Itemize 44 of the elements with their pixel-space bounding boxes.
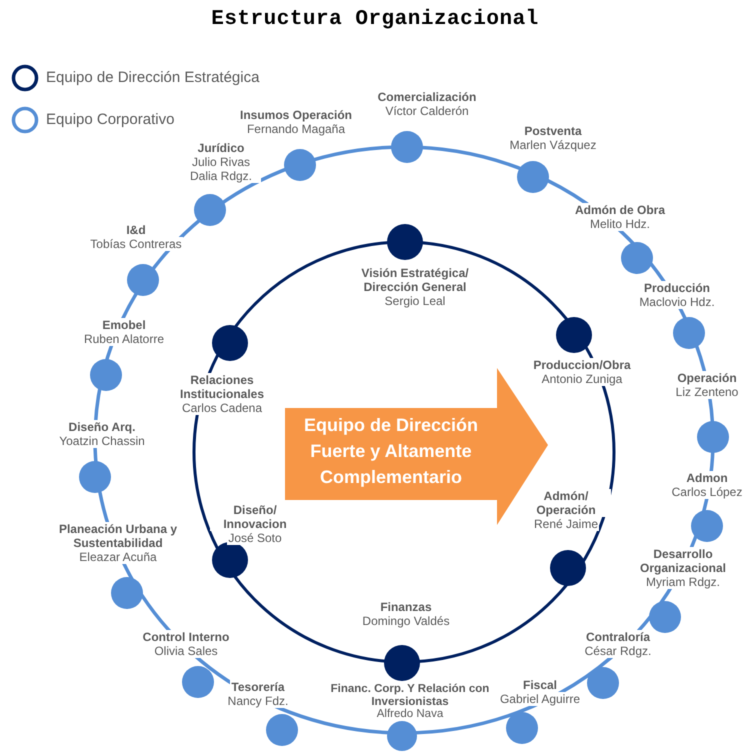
legend-label: Equipo de Dirección Estratégica xyxy=(46,69,260,87)
person-name: Maclovio Hdz. xyxy=(638,295,716,309)
diagram-title: Estructura Organizacional xyxy=(211,8,539,31)
person-name: Myriam Rdgz. xyxy=(644,575,721,589)
department-name: Jurídico xyxy=(196,141,246,155)
person-name: Fernando Magaña xyxy=(246,122,346,136)
person-name: Antonio Zuniga xyxy=(540,372,624,386)
department-name: I&d xyxy=(125,223,147,237)
person-name: Liz Zenteno xyxy=(674,385,740,399)
banner-text: Equipo de Dirección Fuerte y Altamente Complementario xyxy=(302,414,480,489)
person-name: Olivia Sales xyxy=(153,644,219,658)
person-name: Gabriel Aguirre xyxy=(498,692,582,706)
department-name: Emobel xyxy=(101,318,147,332)
person-name: Carlos Cadena xyxy=(180,401,264,415)
department-name: Diseño Arq. xyxy=(68,420,136,434)
department-name: Contraloría xyxy=(584,630,651,644)
department-name: Finanzas xyxy=(379,600,433,614)
person-name: Alfredo Nava xyxy=(376,708,444,720)
person-name: Yoatzin Chassin xyxy=(58,434,146,448)
person-name: Nancy Fdz. xyxy=(226,694,290,708)
person-name: Carlos López xyxy=(670,485,744,499)
person-name: Domingo Valdés xyxy=(361,614,451,628)
person-name: René Jaime xyxy=(532,517,600,531)
person-name: Marlen Vázquez xyxy=(508,138,598,152)
person-name: Melito Hdz. xyxy=(588,217,652,231)
person-name: Tobías Contreras xyxy=(89,237,183,251)
department-name: Admón de Obra xyxy=(574,203,666,217)
person-name: Sergio Leal xyxy=(384,294,446,308)
department-name: Produccion/Obra xyxy=(532,358,632,372)
department-name: Fiscal xyxy=(522,678,558,692)
person-name: José Soto xyxy=(227,531,283,545)
department-name: Admon xyxy=(685,471,729,485)
legend-label: Equipo Corporativo xyxy=(46,111,174,129)
person-name: Ruben Alatorre xyxy=(82,332,166,346)
person-name: César Rdgz. xyxy=(584,644,652,658)
department-name: Producción xyxy=(642,281,711,295)
person-name: Víctor Calderón xyxy=(384,104,470,118)
person-name: Eleazar Acuña xyxy=(78,550,158,564)
department-name: Tesorería xyxy=(230,680,286,694)
department-name: Comercialización xyxy=(376,90,478,104)
department-name: Insumos Operación xyxy=(238,108,354,122)
department-name: Control Interno xyxy=(142,630,230,644)
department-name: Postventa xyxy=(523,124,583,138)
department-name: Operación xyxy=(676,371,738,385)
